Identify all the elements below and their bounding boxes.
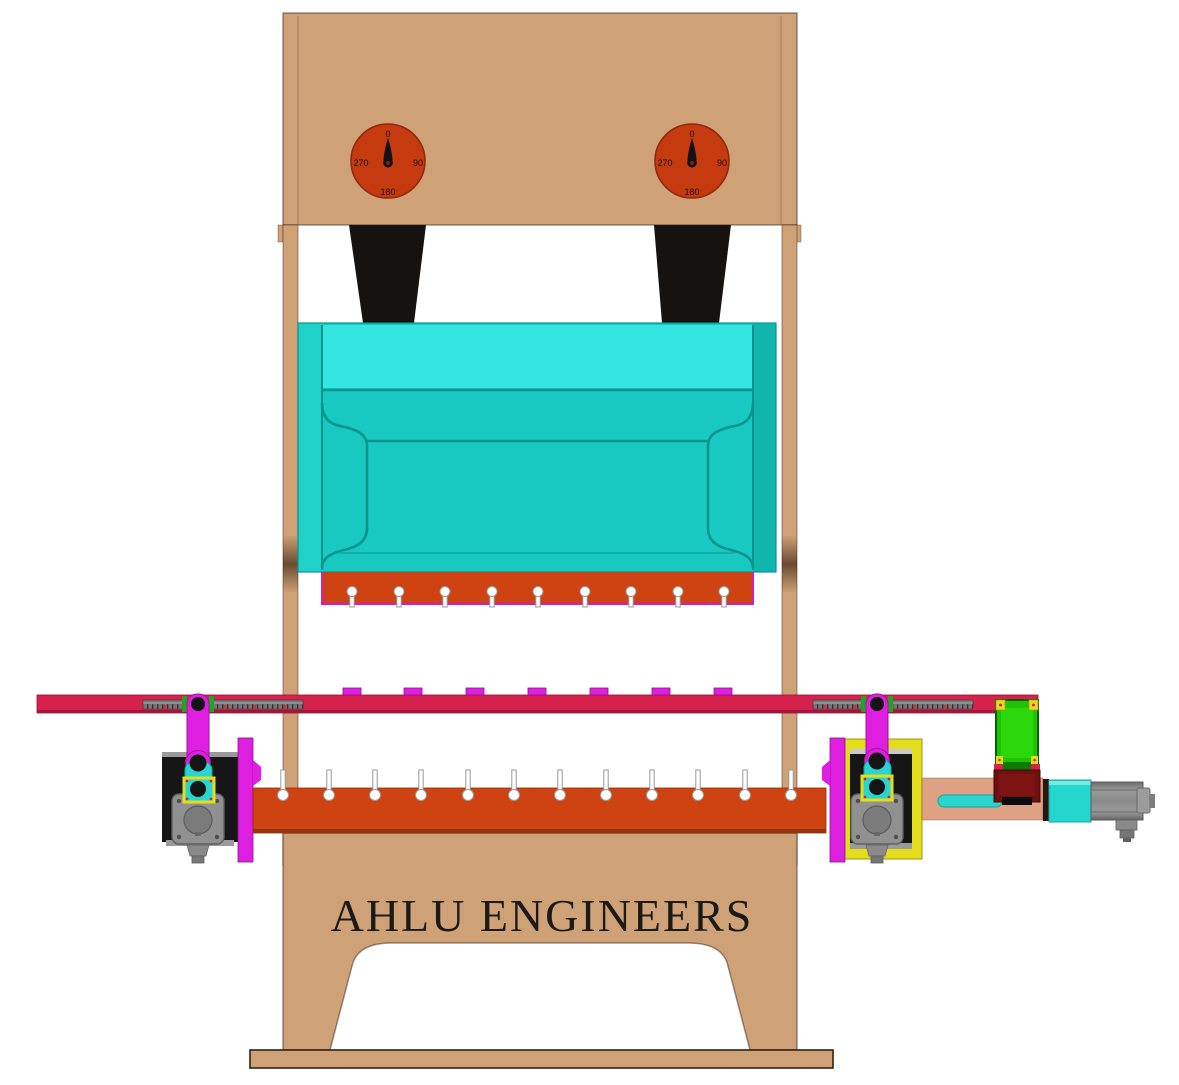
ruler-scale bbox=[212, 699, 304, 710]
dial-label-90: 90 bbox=[413, 158, 423, 168]
left-low-pivot bbox=[190, 781, 206, 797]
dial-label-180: 180 bbox=[684, 187, 699, 197]
dial-needle bbox=[687, 138, 697, 168]
right-belt-cover bbox=[654, 225, 731, 323]
right-crank-link bbox=[860, 693, 894, 802]
right-mid-pivot bbox=[868, 752, 886, 770]
finger-stops bbox=[342, 687, 733, 696]
drive-motor-cap bbox=[1136, 787, 1151, 814]
dial-needle-hub bbox=[690, 161, 694, 165]
left-rail-clamp bbox=[182, 696, 187, 712]
dial-label-180: 180 bbox=[380, 187, 395, 197]
ruler-scale bbox=[888, 699, 974, 710]
dial-label-0: 0 bbox=[689, 129, 694, 139]
dial-needle bbox=[383, 138, 393, 168]
head-ledge-left bbox=[277, 224, 284, 243]
dial-label-270: 270 bbox=[353, 158, 368, 168]
coupling-maroon-block bbox=[993, 764, 1041, 805]
right-low-pivot bbox=[869, 779, 885, 795]
left-mid-pivot bbox=[189, 754, 207, 772]
back-gauge-bar bbox=[36, 687, 1039, 714]
left-crank-link bbox=[182, 693, 216, 804]
machine-head bbox=[282, 12, 798, 226]
drive-motor-gray-body bbox=[1090, 781, 1144, 821]
dial-label-0: 0 bbox=[385, 129, 390, 139]
dial-label-90: 90 bbox=[717, 158, 727, 168]
right-motor-connector bbox=[865, 844, 889, 857]
base-plate bbox=[249, 1049, 834, 1069]
punch-t-slots bbox=[346, 586, 730, 608]
punch-holder bbox=[321, 572, 754, 608]
right-top-pivot bbox=[870, 697, 884, 711]
drive-motor bbox=[1043, 779, 1155, 842]
dial-label-270: 270 bbox=[657, 158, 672, 168]
drive-motor-cyan-body bbox=[1048, 779, 1092, 823]
die-t-slots bbox=[277, 769, 797, 801]
left-rotation-dial: 0 90 180 270 bbox=[350, 123, 426, 199]
ruler-scale bbox=[812, 699, 868, 710]
lead-screw bbox=[937, 794, 1003, 808]
right-rotation-dial: 0 90 180 270 bbox=[654, 123, 730, 199]
left-belt-cover bbox=[349, 225, 426, 323]
dial-needle-hub bbox=[386, 161, 390, 165]
right-end-plate bbox=[822, 737, 846, 863]
right-rail-clamp bbox=[861, 696, 866, 712]
pedestal bbox=[282, 832, 798, 1051]
die-beam bbox=[252, 769, 827, 834]
slide-green-block bbox=[995, 699, 1039, 773]
drive-motor-connector bbox=[1115, 819, 1138, 842]
left-top-pivot bbox=[191, 697, 205, 711]
left-stepper-motor bbox=[171, 793, 225, 864]
ram-slide bbox=[297, 322, 777, 573]
right-stepper-motor bbox=[850, 793, 904, 864]
left-motor-connector bbox=[186, 844, 210, 857]
brand-text: AHLU ENGINEERS bbox=[331, 890, 754, 941]
